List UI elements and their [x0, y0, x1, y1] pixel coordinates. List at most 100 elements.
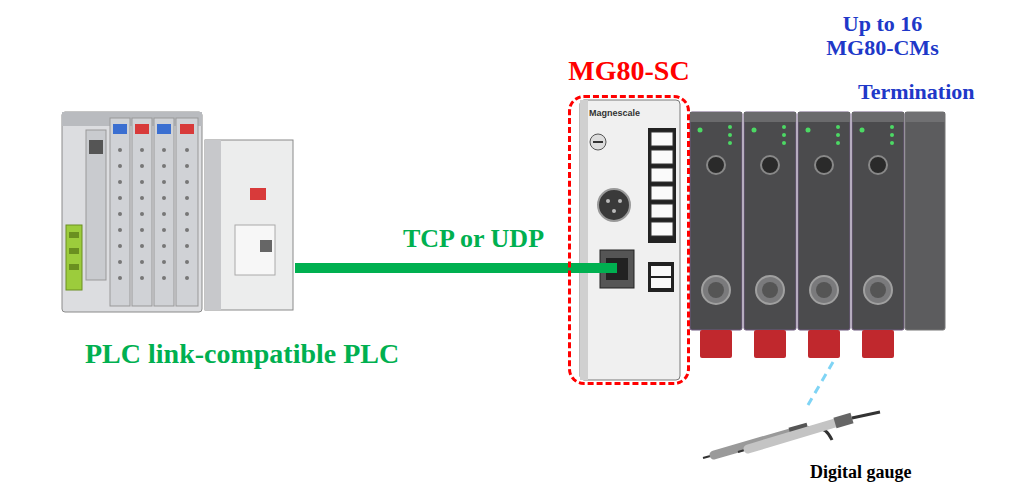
node-label: MG80-SC: [568, 55, 689, 87]
network-link: [295, 263, 568, 273]
gauge-body: [748, 423, 835, 449]
counter-module: [864, 276, 892, 304]
brand-label: Magnescale: [589, 108, 640, 118]
plc-module: [162, 260, 166, 264]
counter-module: [798, 112, 850, 330]
plc-module: [118, 212, 122, 216]
terminal: [651, 132, 673, 146]
controller-body: [580, 100, 680, 380]
plc-module: [185, 228, 189, 232]
plc-module: [185, 164, 189, 168]
plc-terminal-slot: [69, 264, 79, 270]
gauge-head: [835, 418, 852, 423]
plc-module: [157, 124, 171, 134]
controller-node: MG80-SC: [568, 95, 690, 385]
counter-module: [698, 128, 703, 133]
counter-module: [870, 282, 886, 298]
plc-module: [185, 148, 189, 152]
plc-module: [185, 276, 189, 280]
plc-module: [154, 118, 174, 306]
plc-module: [162, 276, 166, 280]
plc-port: [260, 240, 272, 252]
plc-module: [140, 148, 144, 152]
plc-module: [118, 180, 122, 184]
plc-terminal: [66, 225, 82, 290]
counter-module: [782, 133, 786, 137]
plc-module: [176, 118, 198, 306]
counter-module: [707, 156, 725, 174]
plc-module: [140, 228, 144, 232]
mini-din-connector: [598, 189, 630, 221]
plc-module: [185, 260, 189, 264]
plc-module: [140, 276, 144, 280]
counter-module: [852, 112, 904, 330]
node-label: Termination: [858, 79, 975, 104]
plc-module: [110, 118, 130, 306]
plc-module: [118, 260, 122, 264]
module-illustration: [690, 112, 945, 358]
terminal: [651, 150, 673, 164]
plc-module: [185, 196, 189, 200]
rotary-switch-slot: [593, 141, 603, 143]
plc-terminal-slot: [69, 248, 79, 254]
plc-module: [162, 180, 166, 184]
plc-port-column: [86, 130, 106, 280]
counter-module: [815, 156, 833, 174]
gauge-illustration: [703, 412, 880, 458]
power-terminal: [648, 262, 674, 292]
counter-module: [890, 141, 894, 145]
terminal: [651, 222, 673, 236]
plc-port: [89, 140, 103, 154]
plc-module: [140, 260, 144, 264]
plc-module: [162, 164, 166, 168]
plc-label-plate: [235, 225, 275, 275]
counter-module: [761, 156, 779, 174]
plc-module: [162, 244, 166, 248]
counter-module: [869, 156, 887, 174]
node-label: Digital gauge: [810, 462, 912, 483]
termination-top: [905, 112, 945, 122]
plc-module: [132, 118, 152, 306]
counter-module: [782, 141, 786, 145]
plc-module: [118, 148, 122, 152]
counter-module: [782, 125, 786, 129]
plc-module: [162, 196, 166, 200]
plc-module: [162, 148, 166, 152]
plc-terminal-slot: [69, 232, 79, 238]
counter-module: [744, 112, 796, 122]
counter-module: [690, 112, 742, 330]
plc-module: [140, 196, 144, 200]
terminal: [651, 266, 671, 276]
counter-module: [852, 112, 904, 358]
counter-module: [690, 112, 742, 358]
plc-module: [118, 244, 122, 248]
counter-module: [836, 125, 840, 129]
counter-module: [808, 330, 840, 358]
counter-module: [836, 133, 840, 137]
termination-node: Termination: [905, 112, 947, 332]
plc-module: [140, 244, 144, 248]
network-cable: [566, 263, 617, 273]
plc-illustration: [62, 112, 293, 312]
counter-module: [762, 282, 778, 298]
plc-module: [140, 180, 144, 184]
plc-module: [113, 124, 127, 134]
termination-module: [905, 112, 945, 330]
connector-pin: [606, 199, 610, 203]
counter-module: [836, 141, 840, 145]
module-group: Up to 16 MG80-CMs: [690, 112, 905, 362]
counter-module: [798, 112, 850, 122]
plc-module: [110, 118, 130, 306]
counter-module: [744, 112, 796, 330]
gauge-node: Digital gauge: [700, 405, 890, 455]
plc-module: [185, 180, 189, 184]
plc-module: [118, 196, 122, 200]
plc-module: [118, 228, 122, 232]
plc-module: [132, 118, 152, 306]
counter-module: [890, 125, 894, 129]
plc-power-side: [205, 140, 221, 310]
counter-module: [728, 133, 732, 137]
plc-module: [140, 164, 144, 168]
